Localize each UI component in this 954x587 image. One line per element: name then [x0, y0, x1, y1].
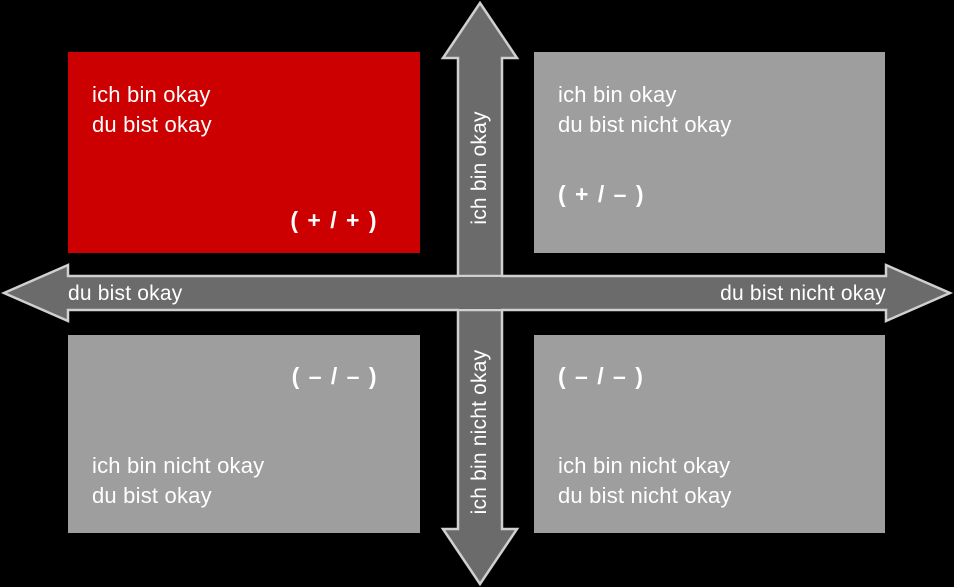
quadrant-bottom-right-code: ( – / – ) — [558, 363, 645, 389]
quadrant-bottom-left-code-row: ( – / – ) — [92, 361, 396, 391]
quadrant-bottom-right-text: ich bin nicht okay du bist nicht okay — [558, 451, 861, 511]
quadrant-top-left-code-row: ( + / + ) — [92, 205, 396, 235]
axis-label-horizontal-left: du bist okay — [68, 282, 183, 305]
quadrant-top-left-code: ( + / + ) — [290, 207, 378, 233]
quadrant-bottom-left-text: ich bin nicht okay du bist okay — [92, 451, 396, 511]
quadrant-bottom-left-code: ( – / – ) — [291, 363, 378, 389]
quadrant-top-right-text: ich bin okay du bist nicht okay — [558, 80, 861, 140]
quadrant-top-right-line1: ich bin okay — [558, 82, 677, 107]
quadrant-bottom-left-line1: ich bin nicht okay — [92, 453, 265, 478]
quadrant-top-right-line2: du bist nicht okay — [558, 112, 732, 137]
quadrant-bottom-left[interactable]: ( – / – ) ich bin nicht okay du bist oka… — [68, 335, 420, 533]
quadrant-top-right[interactable]: ich bin okay du bist nicht okay ( + / – … — [534, 52, 885, 253]
axis-label-vertical-down: ich bin nicht okay — [468, 349, 491, 515]
quadrant-top-right-code-row: ( + / – ) — [558, 179, 861, 235]
quadrant-top-left[interactable]: ich bin okay du bist okay ( + / + ) — [68, 52, 420, 253]
quadrant-bottom-right-line1: ich bin nicht okay — [558, 453, 731, 478]
axis-label-horizontal-right: du bist nicht okay — [720, 282, 886, 305]
axis-label-vertical-up: ich bin okay — [468, 111, 491, 225]
quadrant-bottom-left-line2: du bist okay — [92, 483, 212, 508]
arrow-center-join — [459, 277, 501, 309]
quadrant-bottom-right[interactable]: ( – / – ) ich bin nicht okay du bist nic… — [534, 335, 885, 533]
quadrant-top-left-line2: du bist okay — [92, 112, 212, 137]
quadrant-bottom-right-code-row: ( – / – ) — [558, 361, 861, 391]
quadrant-top-right-code: ( + / – ) — [558, 181, 645, 207]
quadrant-top-left-text: ich bin okay du bist okay — [92, 80, 396, 140]
quadrant-bottom-right-line2: du bist nicht okay — [558, 483, 732, 508]
quadrant-top-left-line1: ich bin okay — [92, 82, 211, 107]
